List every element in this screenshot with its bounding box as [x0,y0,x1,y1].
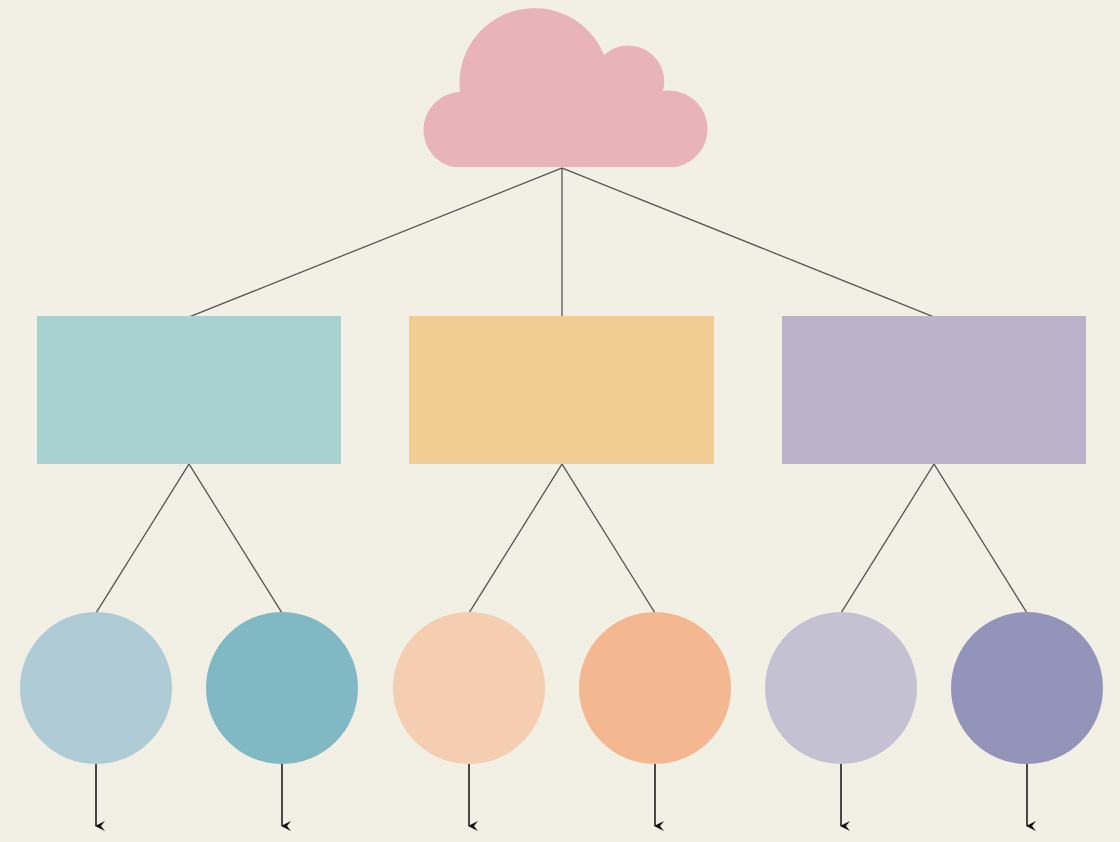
connector-box-3-to-circle-6 [933,463,1028,614]
leaf-circle-6 [951,612,1103,764]
connector-box-1-to-circle-2 [188,463,283,614]
output-arrows [95,764,1036,831]
leaf-circles [20,612,1103,764]
group-box-2 [409,316,714,464]
connector-root-to-box-1 [188,167,563,318]
leaf-circle-2 [206,612,358,764]
root-node [423,8,708,168]
connector-lines [95,167,1028,614]
connector-box-1-to-circle-1 [95,463,190,614]
group-boxes [37,316,1086,464]
leaf-circle-5 [765,612,917,764]
connector-box-2-to-circle-4 [561,463,656,614]
group-box-1 [37,316,341,464]
connector-root-to-box-3 [561,167,935,318]
leaf-circle-3 [393,612,545,764]
connector-box-3-to-circle-5 [840,463,935,614]
leaf-circle-1 [20,612,172,764]
group-box-3 [782,316,1086,464]
connector-box-2-to-circle-3 [468,463,563,614]
leaf-circle-4 [579,612,731,764]
cloud-icon [423,8,708,168]
